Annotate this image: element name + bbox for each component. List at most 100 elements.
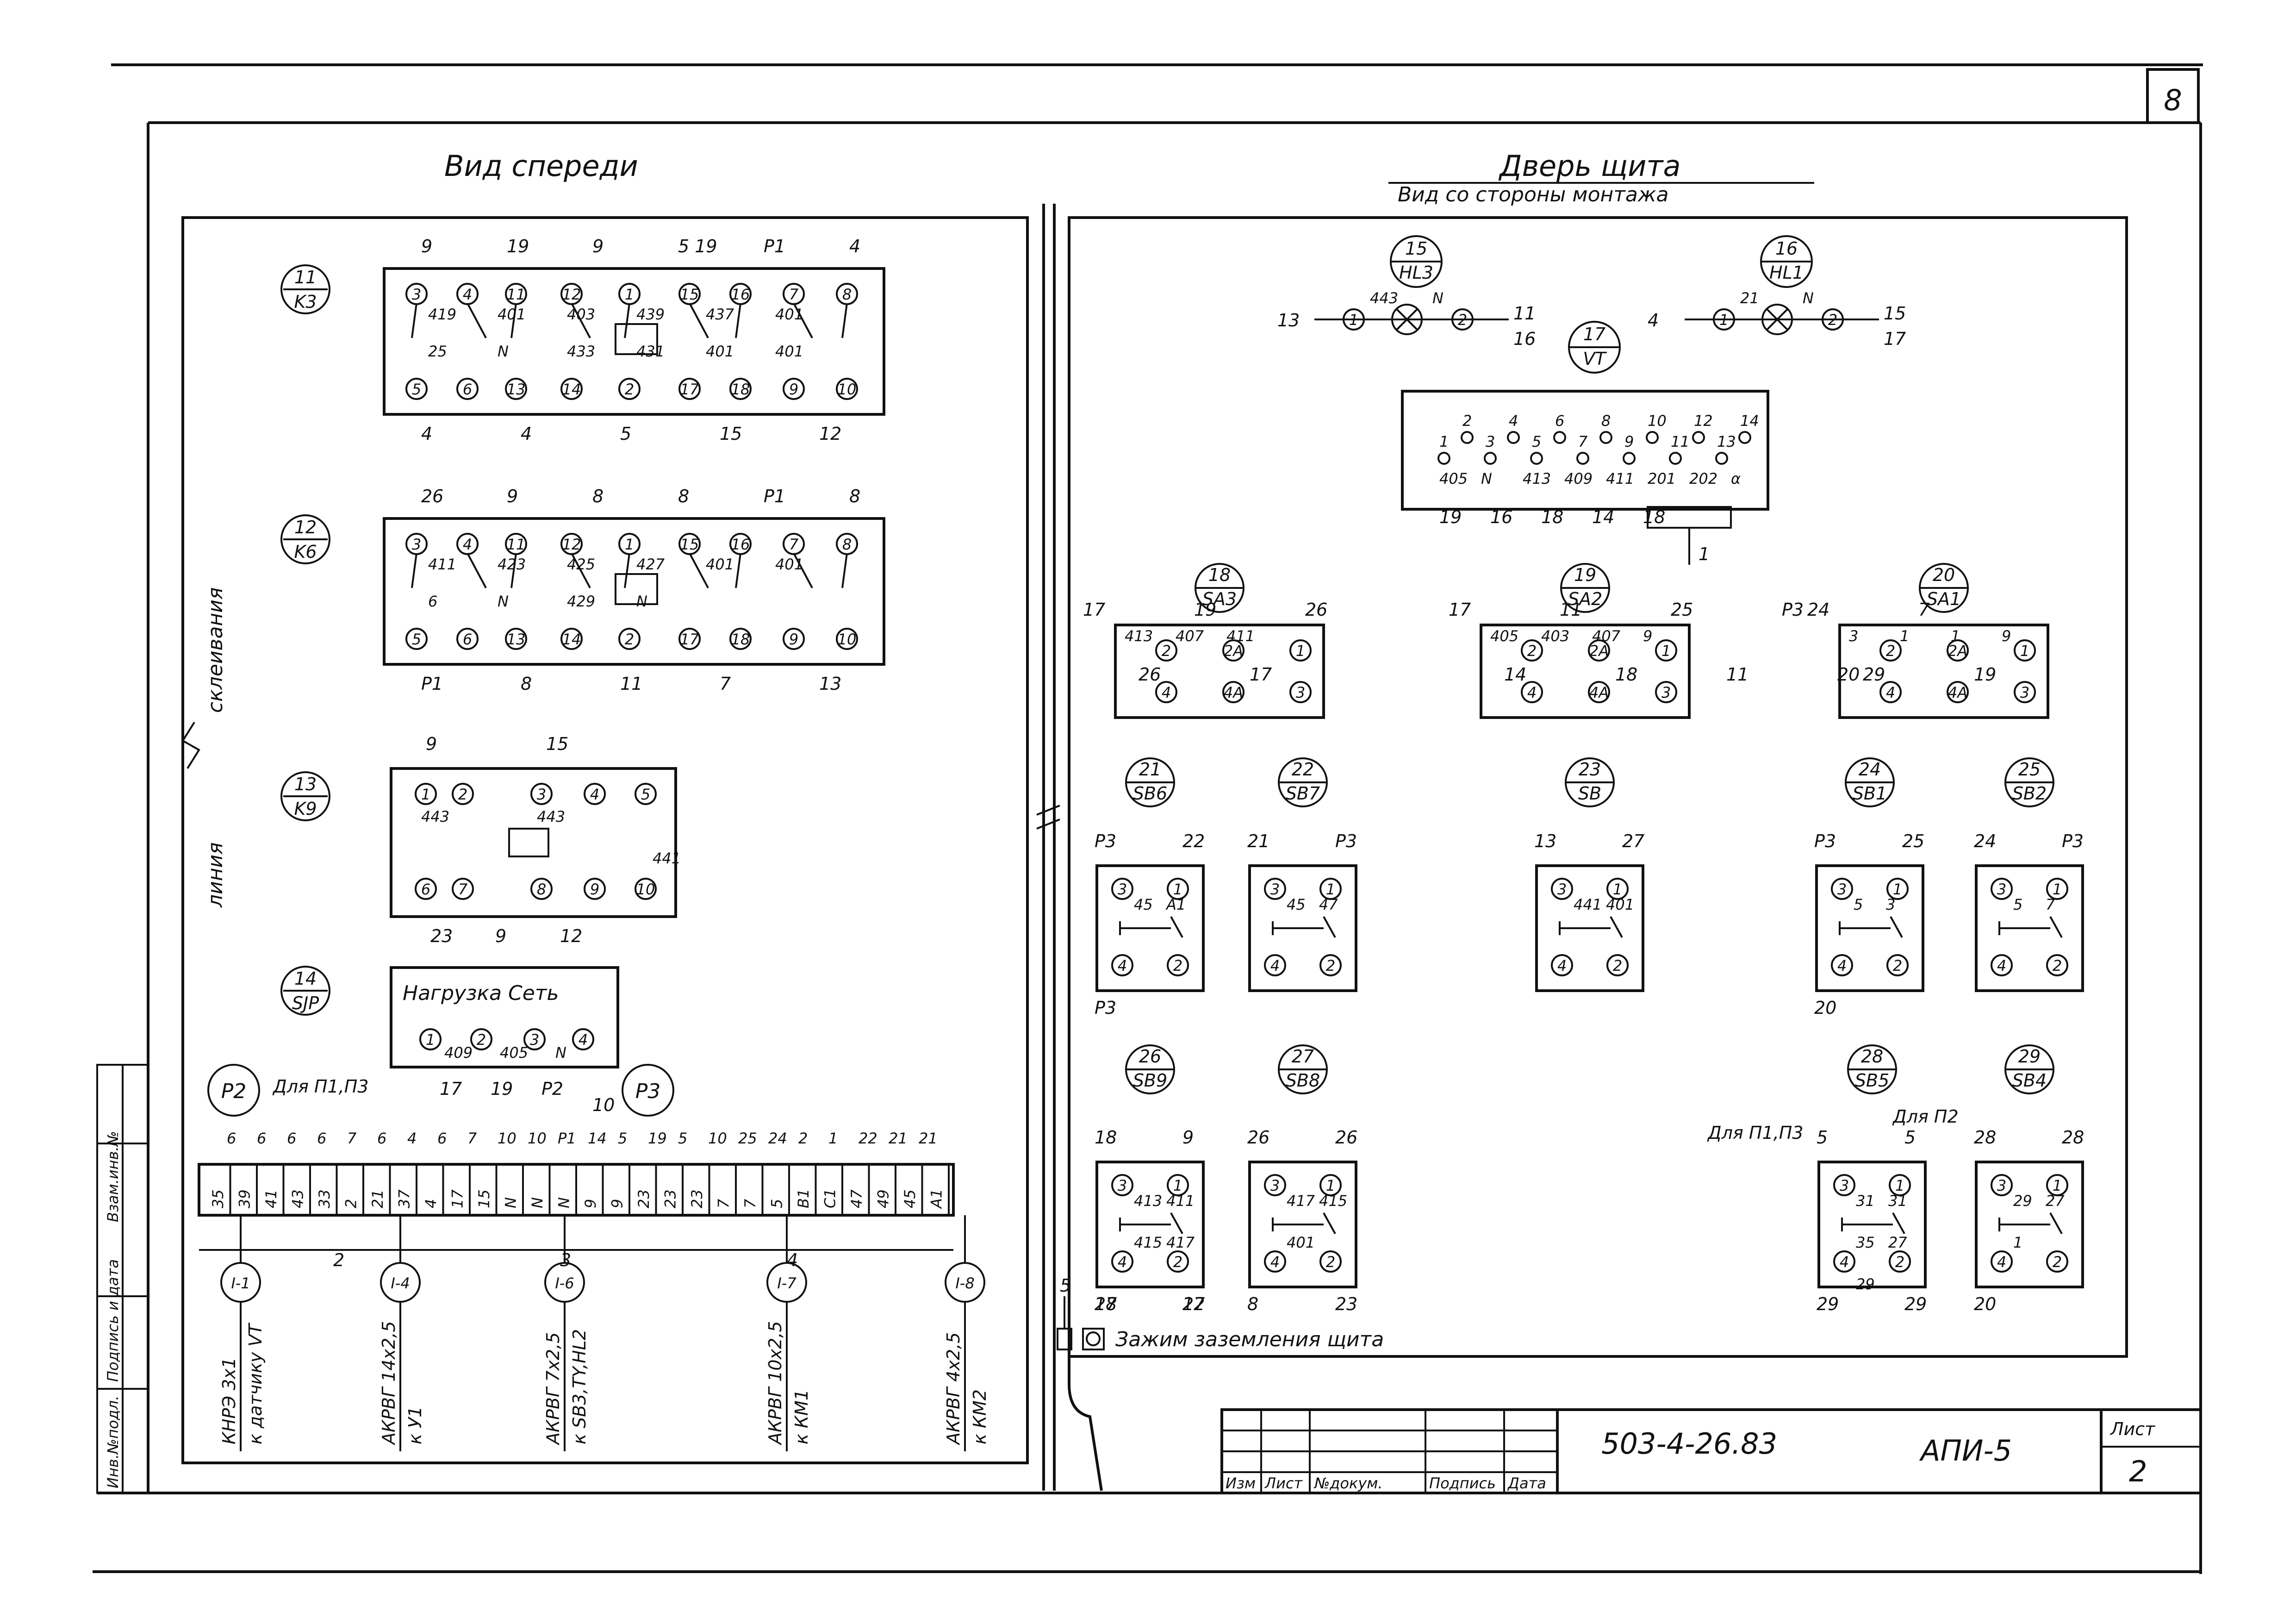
- button-inner: 411: [1166, 1192, 1195, 1210]
- sensor-pin: 14: [1740, 412, 1759, 430]
- inner-wire: 431: [636, 343, 665, 360]
- inner-wire: 401: [706, 343, 734, 360]
- button-inner: 1: [2013, 1234, 2022, 1251]
- button-inner: 45: [1287, 896, 1306, 913]
- button-pin-circle: [1167, 878, 1189, 900]
- pin-top: 12: [562, 536, 581, 553]
- sensor-wire: 18: [1541, 507, 1563, 527]
- cable-dest: к SB3,TY,HL2: [569, 1329, 590, 1444]
- sensor-cable-label: 1: [1699, 544, 1710, 564]
- contact: [735, 303, 741, 338]
- switch-pin-circle: [1588, 681, 1610, 703]
- wire-top: 4: [849, 236, 860, 256]
- button-pin-circle: [1889, 1174, 1911, 1196]
- terminal: 7: [715, 1199, 733, 1208]
- button-contact: [1839, 916, 1903, 938]
- sensor-pin-circle: [1437, 452, 1450, 465]
- lamp-wire: 4: [1648, 310, 1659, 331]
- p2-label: P2: [221, 1080, 247, 1103]
- switch-wire: 14: [1504, 664, 1526, 685]
- sjp-inner: 405: [500, 1044, 528, 1062]
- pin-bottom-circle: [530, 878, 553, 900]
- switch-num: 18: [1208, 565, 1231, 585]
- button-inner: 45: [1134, 896, 1153, 913]
- pin-bottom: 6: [463, 631, 472, 648]
- terminal-group: 2: [333, 1250, 344, 1270]
- wire-top: 15: [546, 734, 568, 754]
- sensor-pin: 10: [1648, 412, 1667, 430]
- cable-dest: к КМ2: [970, 1389, 990, 1444]
- sensor-pin: 12: [1694, 412, 1713, 430]
- pin-bottom-circle: [415, 878, 437, 900]
- button-pin-circle: [1264, 1250, 1286, 1273]
- pin-bottom: 10: [636, 881, 655, 898]
- contact: [467, 303, 487, 338]
- button-pin: 2: [1613, 957, 1622, 974]
- cable-dest: к датчику VT: [245, 1323, 266, 1444]
- button-code: SB7: [1286, 783, 1320, 804]
- button-code: SB1: [1853, 783, 1887, 804]
- pin-top: 7: [789, 286, 799, 303]
- button-inner: 29: [2013, 1192, 2032, 1210]
- wire-top: 9: [592, 236, 604, 256]
- button-pin-circle: [1833, 1174, 1855, 1196]
- pin-bottom-circle: [405, 378, 428, 400]
- inner-wire: 429: [567, 593, 595, 610]
- sensor-pin-circle: [1599, 431, 1612, 444]
- switch-wire: 29: [1863, 664, 1885, 685]
- wire-bottom: 13: [819, 674, 841, 694]
- switch-pin-circle: [1588, 639, 1610, 662]
- pin-bottom-circle: [505, 378, 527, 400]
- button-inner: 401: [1606, 896, 1634, 913]
- contact: [411, 553, 417, 588]
- lamp-inner: N: [1803, 289, 1814, 307]
- button-wire: 20: [1814, 998, 1836, 1018]
- sensor-pin: 6: [1555, 412, 1564, 430]
- button-wire: 28: [1974, 1127, 1996, 1148]
- pin-top: 1: [625, 536, 634, 553]
- button-pin-circle: [2046, 1174, 2068, 1196]
- button-pin-circle: [1319, 1250, 1342, 1273]
- pin-bottom-circle: [560, 628, 583, 650]
- button-box: [1815, 864, 1924, 992]
- title-block: Изм Лист №докум. Подпись Дата 503-4-26.8…: [1220, 1408, 2202, 1494]
- pin-bottom: 13: [507, 631, 526, 648]
- switch-pin-circle: [1947, 681, 1969, 703]
- terminal: 4: [422, 1199, 440, 1208]
- switch-pin-circle: [1521, 681, 1543, 703]
- wire-top: 26: [421, 486, 443, 506]
- pin-bottom: 10: [838, 631, 857, 648]
- pin-bottom: 6: [463, 381, 472, 398]
- button-inner: 401: [1287, 1234, 1315, 1251]
- sensor-box: [1401, 390, 1769, 511]
- button-pin: 1: [1173, 881, 1182, 898]
- switch-pin: 4A: [1224, 684, 1243, 701]
- switch-inner: 9: [1643, 627, 1652, 645]
- stamp-inv-label: Инв.№подл.: [104, 1396, 122, 1488]
- terminal-wire: 7: [467, 1130, 477, 1147]
- sensor-pin-circle: [1715, 452, 1728, 465]
- button-num: 26: [1139, 1046, 1161, 1067]
- inner-wire: 425: [567, 556, 595, 573]
- relay-k6-code: K6: [294, 542, 317, 562]
- switch-pin: 4: [1886, 684, 1895, 701]
- wire-bottom: 12: [560, 926, 582, 946]
- sensor-pin: 7: [1578, 433, 1588, 450]
- switch-code: SA3: [1202, 589, 1237, 609]
- button-pin: 2: [1895, 1253, 1904, 1271]
- pin-bottom-circle: [836, 378, 858, 400]
- switch-wire: 17: [1449, 600, 1471, 620]
- lamp-wire: 16: [1513, 329, 1536, 349]
- terminal-wire: 6: [317, 1130, 326, 1147]
- lamp-pin: 2: [1828, 311, 1837, 329]
- inner-wire: 423: [498, 556, 526, 573]
- sensor-pin-circle: [1530, 452, 1543, 465]
- button-wire: 13: [1534, 831, 1556, 851]
- switch-inner: 1: [1900, 627, 1909, 645]
- wire-bottom: 8: [521, 674, 532, 694]
- button-pin-circle: [1831, 954, 1853, 976]
- sensor-pin-circle: [1692, 431, 1705, 444]
- inner-wire: 419: [428, 306, 456, 323]
